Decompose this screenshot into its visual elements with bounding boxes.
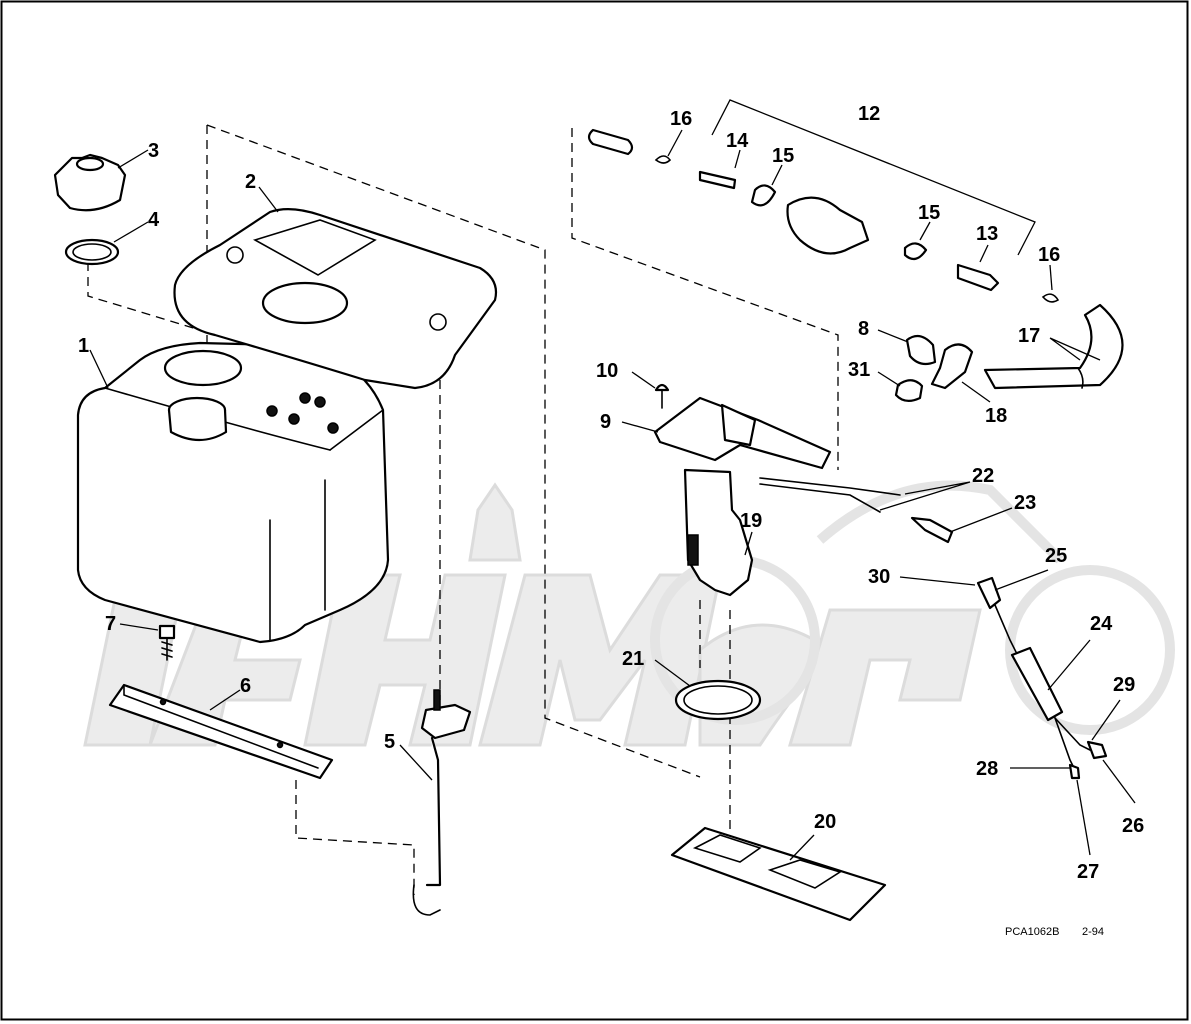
assembly-dashed-lines bbox=[87, 124, 839, 895]
callout-24: 24 bbox=[1090, 613, 1113, 635]
callout-10: 10 bbox=[596, 360, 618, 382]
callout-4: 4 bbox=[148, 209, 160, 231]
bolt-part bbox=[158, 624, 176, 661]
tank-cover-part bbox=[173, 208, 498, 390]
callout-17: 17 bbox=[1018, 325, 1040, 347]
callout-6: 6 bbox=[240, 675, 251, 697]
callout-20: 20 bbox=[814, 811, 836, 833]
callout-9: 9 bbox=[600, 411, 611, 433]
o-ring-part bbox=[674, 679, 762, 721]
callout-22: 22 bbox=[972, 465, 994, 487]
callout-14: 14 bbox=[726, 130, 749, 152]
drawing-code: PCA1062B bbox=[1005, 926, 1059, 938]
bracket-part bbox=[108, 683, 334, 780]
callout-labels: 1 2 3 4 5 6 7 8 9 10 12 13 14 15 15 16 1… bbox=[78, 103, 1144, 883]
callout-8: 8 bbox=[858, 318, 869, 340]
callout-16b: 16 bbox=[1038, 244, 1060, 266]
callout-19: 19 bbox=[740, 510, 762, 532]
callout-18: 18 bbox=[985, 405, 1007, 427]
callout-23: 23 bbox=[1014, 492, 1036, 514]
callout-16a: 16 bbox=[670, 108, 692, 130]
fuel-cap-part bbox=[53, 153, 127, 212]
callout-27: 27 bbox=[1077, 861, 1099, 883]
fuel-tank-part bbox=[76, 341, 390, 644]
wire-leads-part bbox=[759, 477, 954, 544]
callout-28: 28 bbox=[976, 758, 998, 780]
callout-7: 7 bbox=[105, 613, 116, 635]
callout-5: 5 bbox=[384, 731, 395, 753]
callout-29: 29 bbox=[1113, 674, 1135, 696]
sender-assembly-part bbox=[976, 576, 1108, 780]
callout-1: 1 bbox=[78, 335, 89, 357]
fuel-gauge-part bbox=[412, 689, 472, 916]
callout-13: 13 bbox=[976, 223, 998, 245]
callout-21: 21 bbox=[622, 648, 644, 670]
callout-12: 12 bbox=[858, 103, 880, 125]
callout-2: 2 bbox=[245, 171, 256, 193]
fuel-line-parts bbox=[587, 128, 1060, 303]
callout-15a: 15 bbox=[772, 145, 794, 167]
drawing-date: 2-94 bbox=[1082, 926, 1104, 938]
callout-30: 30 bbox=[868, 566, 890, 588]
callout-15b: 15 bbox=[918, 202, 940, 224]
gasket-plate-part bbox=[670, 826, 887, 922]
clamp-parts bbox=[894, 334, 974, 402]
screw-part bbox=[654, 383, 670, 409]
callout-26: 26 bbox=[1122, 815, 1144, 837]
callout-31: 31 bbox=[848, 359, 870, 381]
pickup-unit-part bbox=[653, 396, 832, 597]
callout-3: 3 bbox=[148, 140, 159, 162]
fuel-hose-part bbox=[983, 303, 1124, 390]
callout-25: 25 bbox=[1045, 545, 1067, 567]
leader-lines bbox=[89, 99, 1136, 861]
cap-gasket-part bbox=[64, 238, 120, 266]
